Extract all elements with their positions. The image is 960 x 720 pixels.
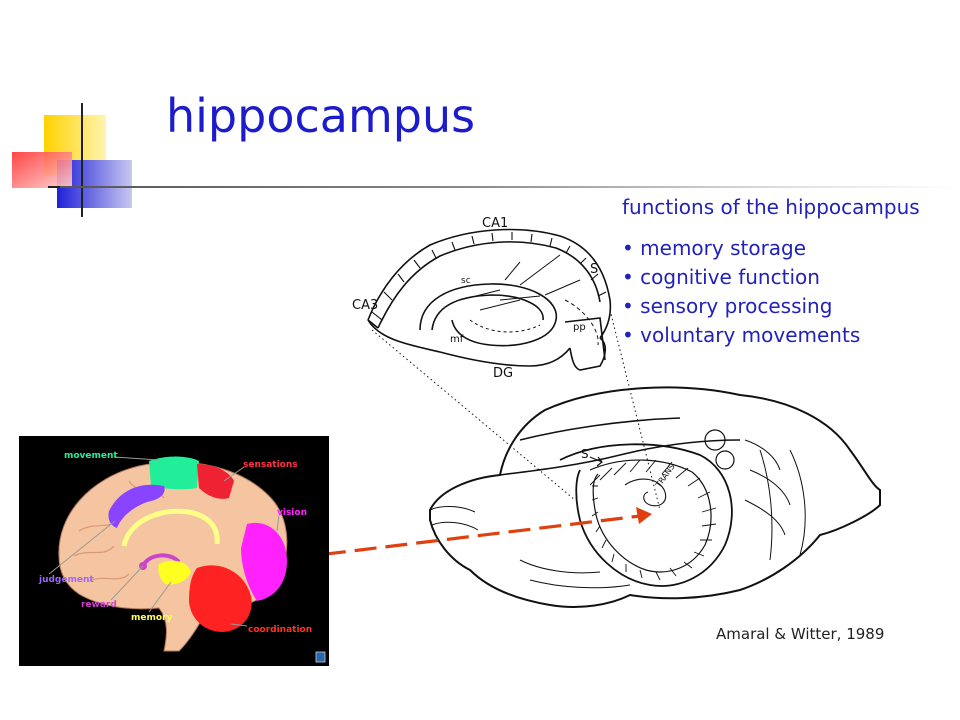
- brain-label-movement: movement: [64, 451, 118, 461]
- human-brain-figure: movement sensations vision judgement rew…: [19, 436, 329, 666]
- brain-label-vision: vision: [277, 508, 307, 518]
- rat-brain-outline: [429, 386, 881, 608]
- functions-list: memory storage cognitive function sensor…: [622, 234, 920, 350]
- region-reward: [142, 553, 181, 566]
- region-judgement: [108, 484, 165, 528]
- region-vision: [241, 522, 287, 601]
- list-item: sensory processing: [622, 292, 920, 321]
- citation: Amaral & Witter, 1989: [716, 625, 885, 643]
- hippocampus-section-outline: [367, 228, 612, 339]
- region-memory: [158, 560, 191, 585]
- rat-label-s: S: [581, 447, 589, 461]
- list-item: cognitive function: [622, 263, 920, 292]
- label-ca3: CA3: [352, 298, 379, 313]
- region-sensations: [197, 464, 234, 499]
- region-movement: [149, 456, 199, 490]
- list-item: memory storage: [622, 234, 920, 263]
- corner-icon: [315, 651, 326, 663]
- label-mf: mf: [450, 334, 464, 345]
- brain-label-coordination: coordination: [248, 625, 313, 635]
- functions-heading: functions of the hippocampus: [622, 195, 920, 219]
- label-sc: sc: [461, 276, 471, 286]
- label-ca1: CA1: [482, 216, 509, 231]
- list-item: voluntary movements: [622, 321, 920, 350]
- brain-label-judgement: judgement: [39, 575, 94, 585]
- title-underline: [60, 186, 960, 188]
- label-dg: DG: [493, 366, 514, 381]
- human-brain-illustration: [48, 456, 326, 663]
- functions-block: functions of the hippocampus memory stor…: [622, 194, 920, 350]
- page-title: hippocampus: [166, 89, 476, 143]
- brain-label-reward: reward: [81, 600, 117, 610]
- label-pp: pp: [573, 322, 586, 333]
- label-s: S: [590, 262, 599, 277]
- brain-label-sensations: sensations: [243, 460, 298, 470]
- brain-label-memory: memory: [131, 613, 173, 623]
- region-coordination: [189, 565, 252, 632]
